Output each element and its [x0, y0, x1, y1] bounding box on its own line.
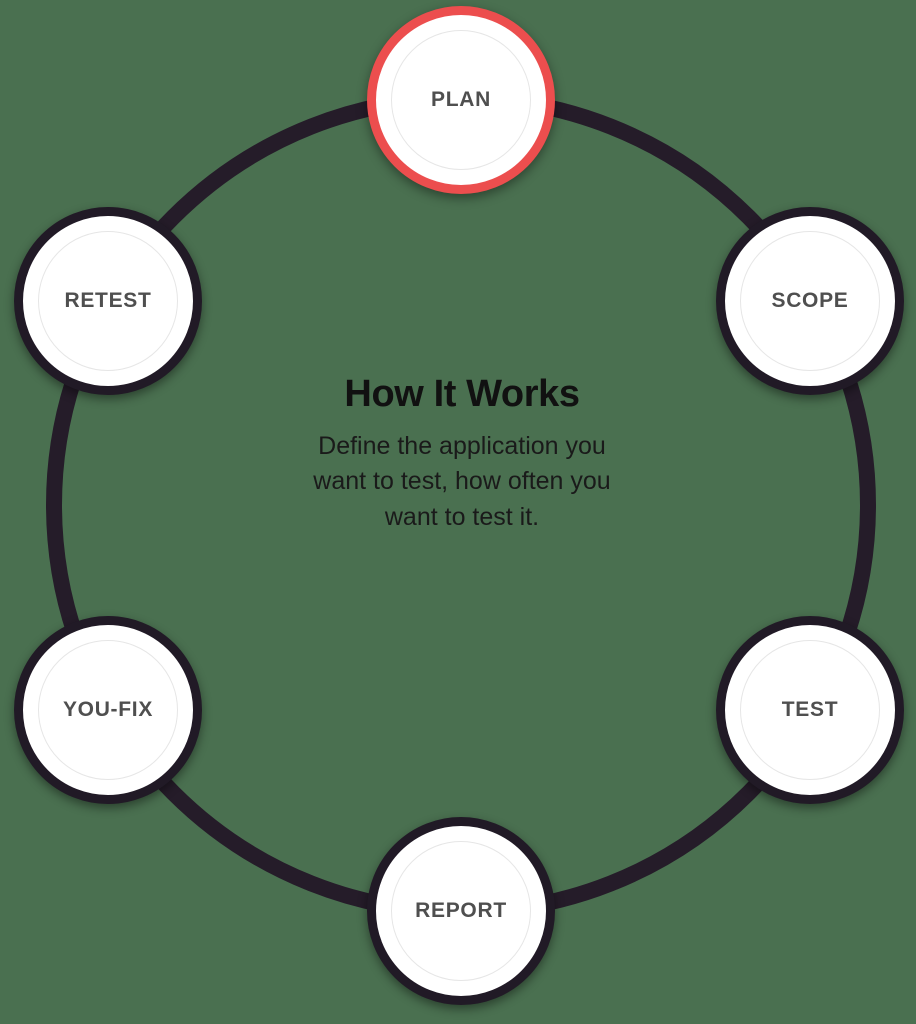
cycle-node-report[interactable]: REPORT — [367, 817, 555, 1005]
cycle-node-label-scope: SCOPE — [771, 289, 849, 312]
cycle-node-label-report: REPORT — [415, 899, 507, 922]
cycle-node-you-fix[interactable]: YOU-FIX — [14, 616, 202, 804]
cycle-node-plan[interactable]: PLAN — [367, 6, 555, 194]
diagram-title: How It Works — [344, 373, 580, 415]
cycle-node-test[interactable]: TEST — [716, 616, 904, 804]
description-line-2: want to test, how often you — [313, 467, 611, 496]
description-line-1: Define the application you — [318, 431, 606, 460]
description-line-3: want to test it. — [384, 502, 540, 531]
cycle-node-retest[interactable]: RETEST — [14, 207, 202, 395]
diagram-description: Define the application you want to test,… — [238, 429, 686, 536]
cycle-node-scope[interactable]: SCOPE — [716, 207, 904, 395]
cycle-node-label-plan: PLAN — [431, 88, 491, 111]
cycle-node-label-retest: RETEST — [64, 289, 152, 312]
cycle-node-label-test: TEST — [781, 698, 839, 721]
cycle-node-label-you-fix: YOU-FIX — [62, 698, 154, 721]
center-text-block: How It Works Define the application you … — [238, 373, 686, 536]
